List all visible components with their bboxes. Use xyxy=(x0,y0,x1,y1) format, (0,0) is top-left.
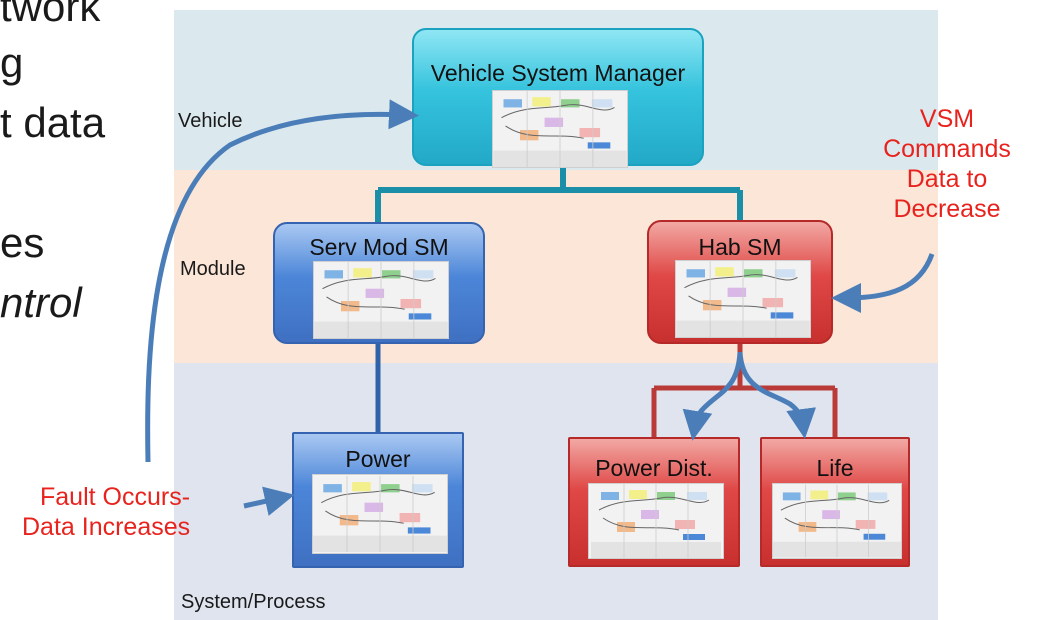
hab-sm-thumbnail xyxy=(675,260,811,338)
vsm-annotation-line-1: VSM xyxy=(919,105,975,133)
power-title: Power xyxy=(345,446,411,472)
life-box: Life xyxy=(760,437,910,567)
serv-mod-sm-title: Serv Mod SM xyxy=(309,234,449,260)
vsm-annotation-line-2: Commands xyxy=(883,135,1011,163)
left-text-line-2: g xyxy=(0,39,24,86)
hab-sm-box: Hab SM xyxy=(647,220,833,344)
left-text-line-4: es xyxy=(0,219,45,266)
vsm-title: Vehicle System Manager xyxy=(430,60,686,86)
serv-mod-sm-box: Serv Mod SM xyxy=(273,222,485,344)
hab-sm-title: Hab SM xyxy=(698,234,782,260)
power-thumbnail xyxy=(312,474,448,554)
module-band-label: Module xyxy=(180,258,246,280)
power-dist-title: Power Dist. xyxy=(595,455,713,481)
vsm-annotation-line-4: Decrease xyxy=(893,195,1001,223)
vehicle-band-label: Vehicle xyxy=(178,110,243,132)
left-text-line-5: ntrol xyxy=(0,279,82,326)
fault-occurs-annotation: Fault Occurs- Data Increases xyxy=(22,482,262,542)
power-dist-box: Power Dist. xyxy=(568,437,740,567)
fault-annotation-line-1: Fault Occurs- xyxy=(40,483,191,511)
power-dist-thumbnail xyxy=(588,483,724,559)
vsm-annotation-line-3: Data to xyxy=(906,165,988,193)
serv-mod-sm-thumbnail xyxy=(313,261,449,339)
fault-annotation-line-2: Data Increases xyxy=(22,513,191,541)
vsm-commands-annotation: VSM Commands Data to Decrease xyxy=(862,104,1032,224)
vehicle-system-manager-box: Vehicle System Manager xyxy=(412,28,704,168)
power-box: Power xyxy=(292,432,464,568)
left-text-line-1: twork xyxy=(0,0,101,30)
system-band-label: System/Process xyxy=(181,591,326,613)
vsm-thumbnail xyxy=(492,90,628,168)
life-thumbnail xyxy=(772,483,902,559)
left-text-line-3: t data xyxy=(0,99,106,146)
life-title: Life xyxy=(816,455,854,481)
